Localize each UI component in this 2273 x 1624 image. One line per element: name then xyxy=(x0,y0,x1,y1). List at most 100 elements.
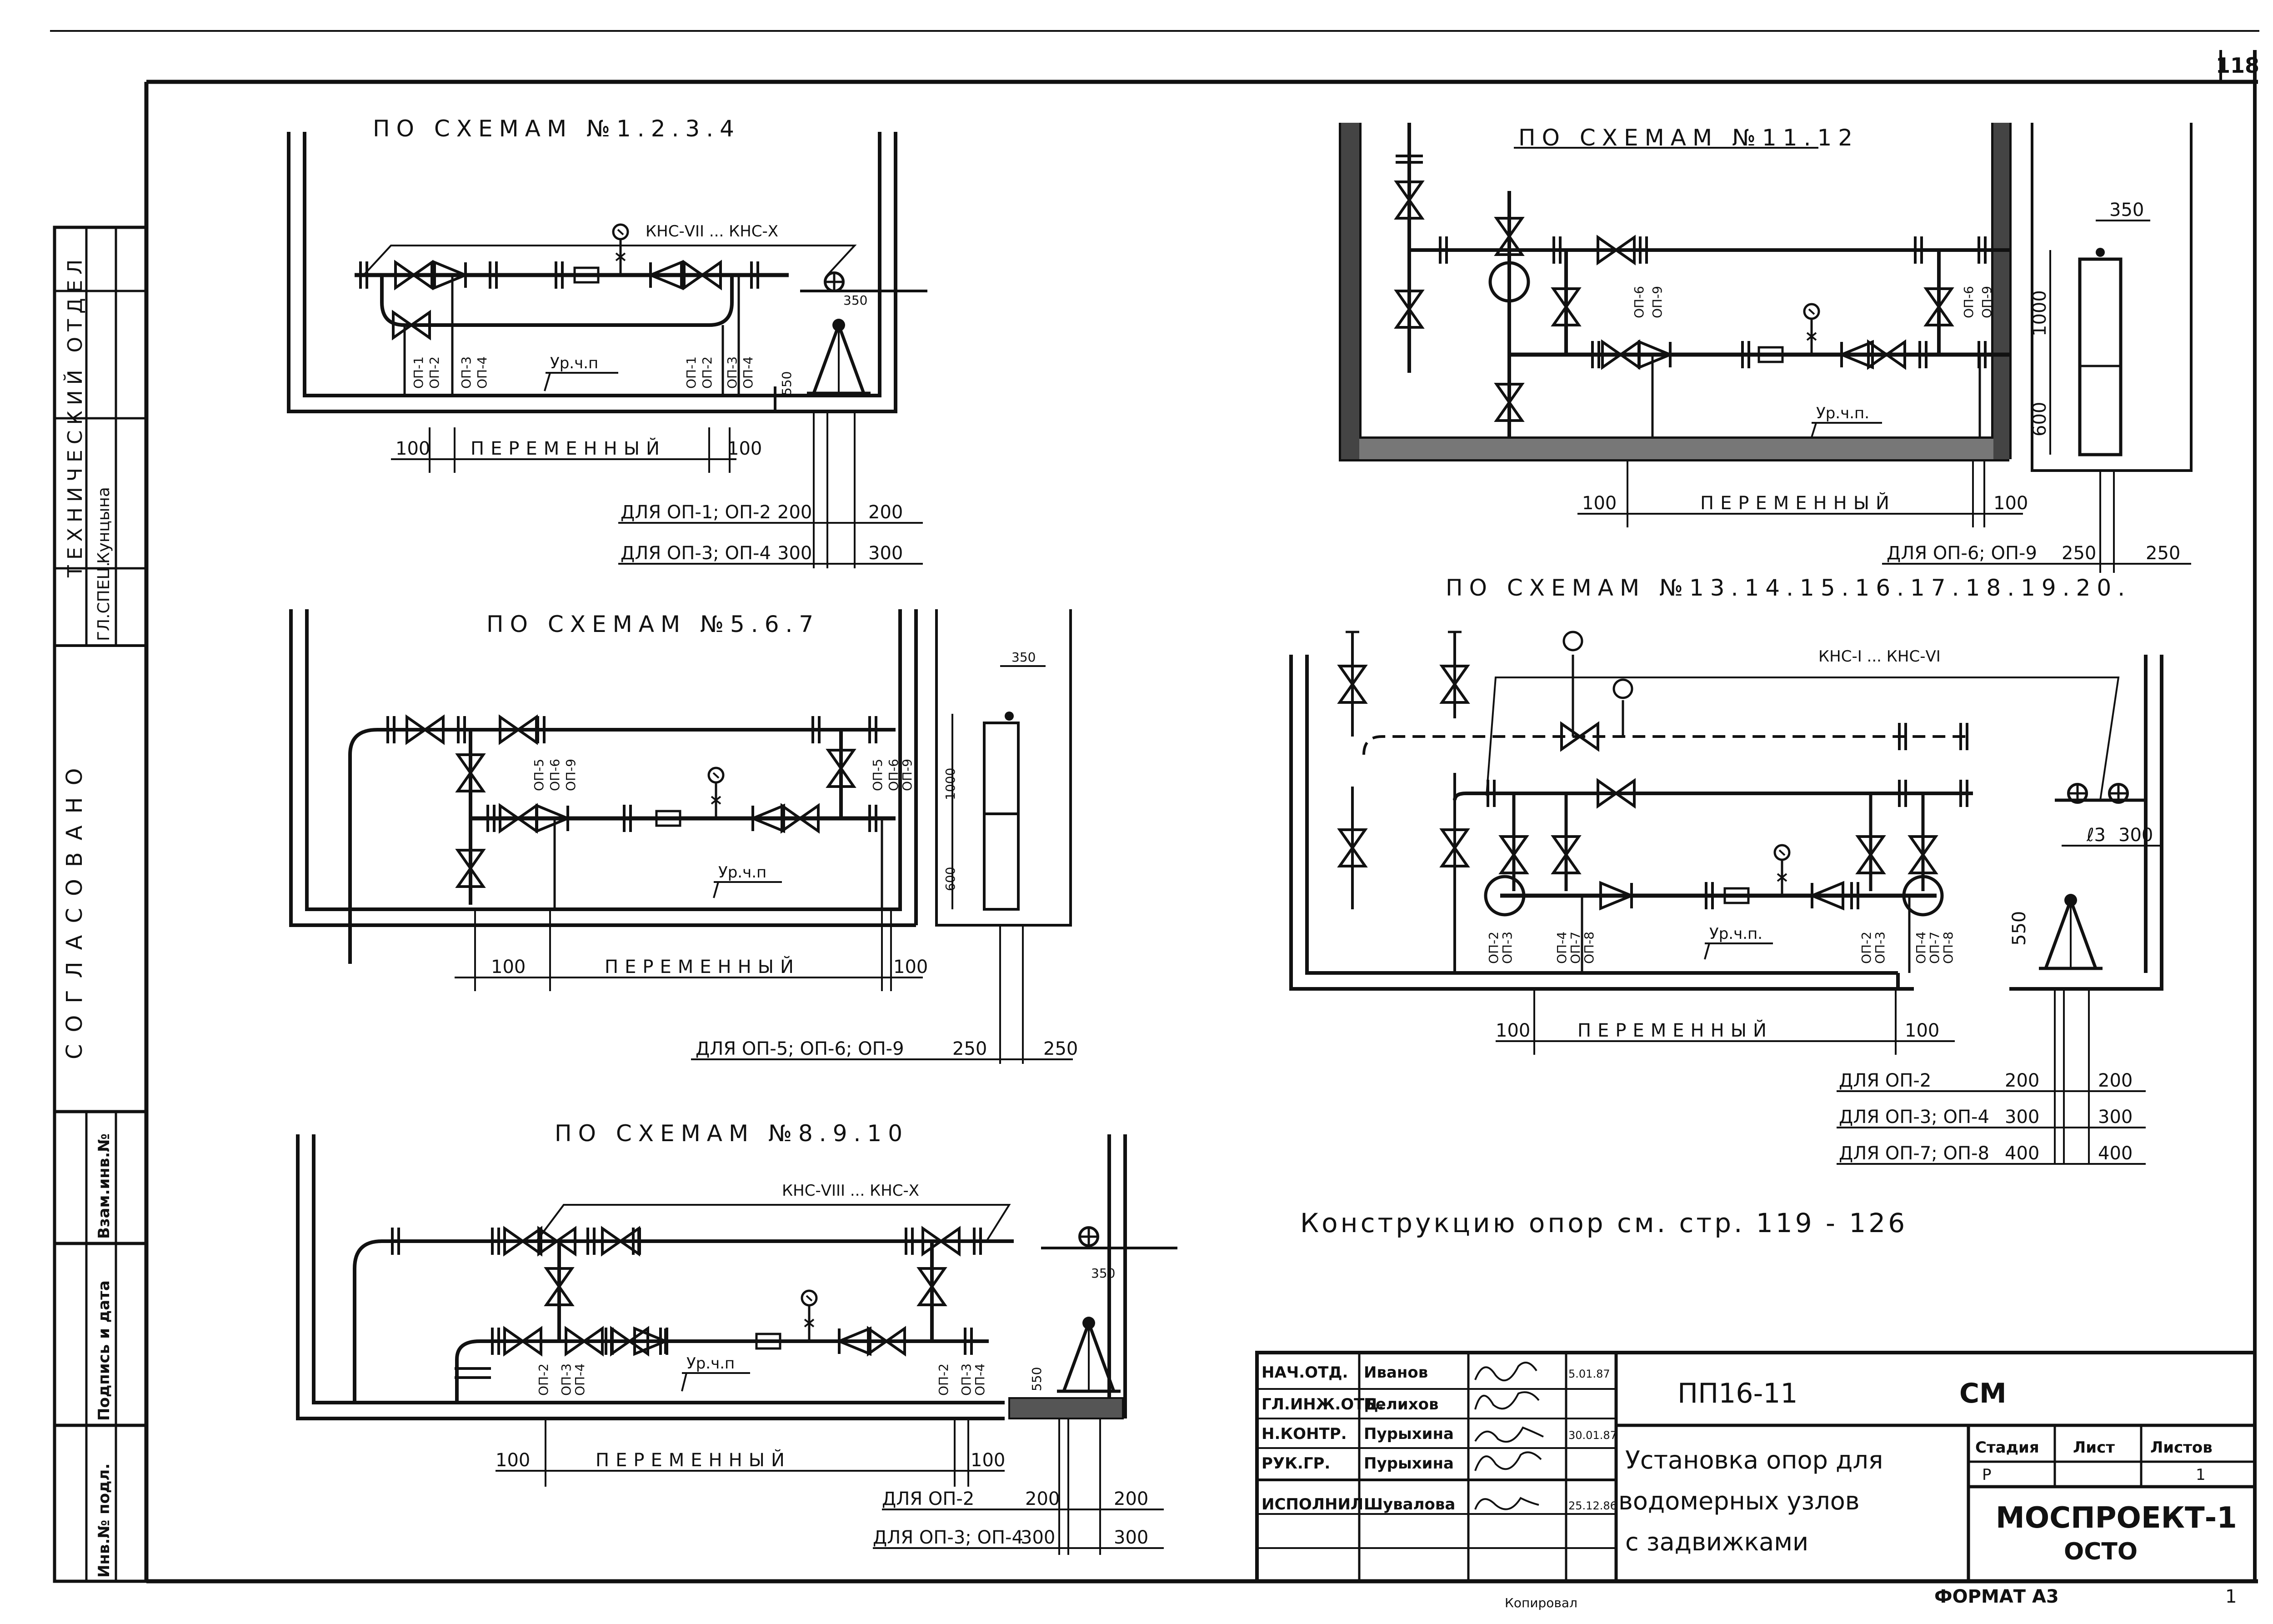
tb-date-4: 25.12.86 xyxy=(1568,1499,1617,1512)
s1-kns: КНС-VII ... КНС-X xyxy=(646,222,778,241)
scheme-567: ПО СХЕМАМ №5.6.7 ОП-5 ОП-6 ОП-9 ОП-5 ОП- xyxy=(289,609,1078,1064)
s1-row2-b: 300 xyxy=(868,543,903,564)
tb-name-4: Шувалова xyxy=(1364,1495,1455,1514)
tb-signature-4 xyxy=(1474,1497,1539,1510)
scheme-13-20: ПО СХЕМАМ №13.14.15.16.17.18.19.20. xyxy=(1289,575,2163,1165)
s5-row3-b: 400 xyxy=(2098,1143,2133,1164)
tb-name-1: Белихов xyxy=(1364,1395,1439,1413)
tb-role-3: РУК.ГР. xyxy=(1262,1454,1330,1473)
s2-op6: ОП-6 xyxy=(547,759,562,791)
s5-op2: ОП-2 xyxy=(1486,932,1501,964)
s3-op2: ОП-2 xyxy=(536,1363,551,1396)
s1-op2b: ОП-2 xyxy=(700,356,715,389)
s3-kns: КНС-VIII ... КНС-X xyxy=(782,1182,919,1200)
s4-d1000: 1000 xyxy=(2029,290,2050,336)
s5-op8b: ОП-8 xyxy=(1941,932,1956,964)
tb-signature-1 xyxy=(1474,1391,1540,1410)
s5-op4: ОП-4 xyxy=(1554,932,1569,964)
tb-stage: Р xyxy=(1982,1466,1992,1484)
s5-dim-right: 100 xyxy=(1905,1020,1939,1041)
corner-mark: 1 xyxy=(2225,1586,2237,1607)
tb-stage-head: Стадия xyxy=(1975,1439,2039,1457)
s4-op9b: ОП-9 xyxy=(1979,286,1994,318)
s4-dim-right: 100 xyxy=(1993,493,2028,514)
s4-side-view xyxy=(2031,123,2193,472)
s1-op1b: ОП-1 xyxy=(684,356,699,389)
s4-d350: 350 xyxy=(2109,200,2144,221)
s2-dim-left: 100 xyxy=(491,957,526,977)
s1-op3: ОП-3 xyxy=(459,356,474,389)
s3-op3: ОП-3 xyxy=(559,1363,574,1396)
s5-row3-a: 400 xyxy=(2005,1143,2039,1164)
s1-op4: ОП-4 xyxy=(475,356,490,389)
s1-op2: ОП-2 xyxy=(427,356,442,389)
s5-l3: ℓ3 xyxy=(2086,825,2106,846)
tb-mark: СМ xyxy=(1959,1378,2007,1409)
s5-gauge-a xyxy=(1562,631,1583,652)
scheme-1234-title: ПО СХЕМАМ №1.2.3.4 xyxy=(373,115,741,142)
tb-role-2: Н.КОНТР. xyxy=(1262,1425,1347,1443)
side-inv-vzam: Взам.инв.№ xyxy=(95,1133,113,1239)
s4-row1-a: 250 xyxy=(2062,543,2096,564)
scheme-567-title: ПО СХЕМАМ №5.6.7 xyxy=(486,611,820,637)
s5-row2-label: ДЛЯ ОП-3; ОП-4 xyxy=(1839,1107,1989,1128)
tb-role-4: ИСПОЛНИЛ xyxy=(1262,1495,1363,1514)
s5-op3: ОП-3 xyxy=(1500,932,1515,964)
s2-d350: 350 xyxy=(1011,650,1036,665)
s5-level: Ур.ч.п. xyxy=(1709,925,1762,943)
s1-row1-a: 200 xyxy=(777,502,812,523)
s1-row2-a: 300 xyxy=(777,543,812,564)
s3-op4: ОП-4 xyxy=(572,1363,587,1396)
s5-dim-var: ПЕРЕМЕННЫЙ xyxy=(1577,1019,1773,1041)
tb-code: ПП16-11 xyxy=(1677,1378,1798,1409)
s5-op7: ОП-7 xyxy=(1568,932,1583,964)
s2-row1-a: 250 xyxy=(952,1038,987,1059)
s2-level: Ур.ч.п xyxy=(718,863,766,882)
s5-d550: 550 xyxy=(2009,911,2030,946)
s3-op4b: ОП-4 xyxy=(972,1363,987,1396)
s5-row3-label: ДЛЯ ОП-7; ОП-8 xyxy=(1839,1143,1989,1164)
s3-row1-b: 200 xyxy=(1114,1489,1148,1509)
s4-row1-label: ДЛЯ ОП-6; ОП-9 xyxy=(1887,543,2037,564)
scheme-1112-title: ПО СХЕМАМ №11.12 xyxy=(1518,125,1859,151)
scheme-1112-pit xyxy=(1339,123,2012,461)
scheme-1234-pit xyxy=(287,132,897,413)
s4-op6: ОП-6 xyxy=(1632,286,1647,318)
s3-dim-right: 100 xyxy=(971,1450,1005,1471)
scheme-567-pit xyxy=(289,609,918,927)
tb-sheets-head: Листов xyxy=(2150,1439,2213,1457)
s3-d350: 350 xyxy=(1091,1266,1115,1281)
side-agreed: СОГЛАСОВАНО xyxy=(62,757,87,1059)
s1-d550: 550 xyxy=(779,371,794,396)
tb-sheets: 1 xyxy=(2196,1466,2206,1484)
construction-note: Конструкцию опор см. стр. 119 - 126 xyxy=(1300,1208,1908,1238)
s5-kns: КНС-I ... КНС-VI xyxy=(1818,647,1941,666)
tb-signature-0 xyxy=(1474,1362,1537,1382)
side-dept: ТЕХНИЧЕСКИЙ ОТДЕЛ xyxy=(63,254,87,578)
tb-date-2: 30.01.87 xyxy=(1568,1429,1617,1442)
s2-op5: ОП-5 xyxy=(531,759,546,791)
scheme-8910-pit xyxy=(296,1134,1127,1420)
tb-name-0: Иванов xyxy=(1364,1363,1428,1382)
tb-role-0: НАЧ.ОТД. xyxy=(1262,1363,1348,1382)
side-glspec: ГЛ.СПЕЦ. xyxy=(95,561,113,641)
s4-dim-left: 100 xyxy=(1582,493,1617,514)
scheme-1234: ПО СХЕМАМ №1.2.3.4 ОП-1 ОП-2 ОП-3 ОП-4 О… xyxy=(287,115,927,568)
s2-row1-b: 250 xyxy=(1043,1038,1078,1059)
tb-org: МОСПРОЕКТ-1 xyxy=(1996,1501,2237,1535)
s1-d350: 350 xyxy=(843,293,867,308)
s2-op5b: ОП-5 xyxy=(870,759,885,791)
scheme-13-20-title: ПО СХЕМАМ №13.14.15.16.17.18.19.20. xyxy=(1446,575,2131,601)
tb-name-3: Пурыхина xyxy=(1364,1454,1454,1473)
scheme-13-20-pit xyxy=(1289,655,2163,991)
s1-op3b: ОП-3 xyxy=(725,356,740,389)
s5-dim-left: 100 xyxy=(1496,1020,1530,1041)
format-label: ФОРМАТ А3 xyxy=(1934,1586,2059,1607)
s4-op6b: ОП-6 xyxy=(1961,286,1976,318)
s5-row1-label: ДЛЯ ОП-2 xyxy=(1839,1070,1931,1091)
tb-sheet-head: Лист xyxy=(2073,1439,2115,1457)
scheme-1112: ПО СХЕМАМ №11.12 xyxy=(1339,123,2193,573)
sheet-number: 118 xyxy=(2216,53,2259,78)
tb-org-sub: ОСТО xyxy=(2064,1538,2138,1565)
tb-date-0: 5.01.87 xyxy=(1568,1368,1610,1380)
